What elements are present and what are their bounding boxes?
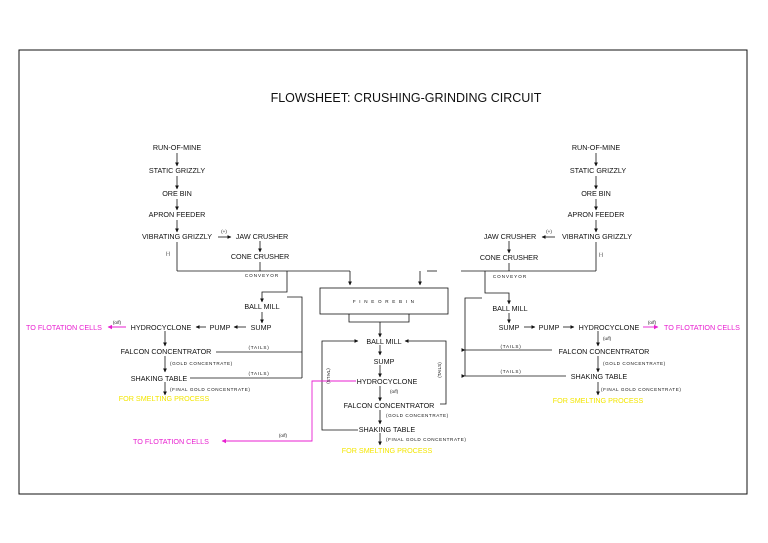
left-apron-feeder: APRON FEEDER bbox=[149, 210, 206, 219]
left-circuit bbox=[163, 153, 352, 396]
right-ball-mill: BALL MILL bbox=[492, 304, 527, 313]
right-cone-crusher: CONE CRUSHER bbox=[480, 253, 538, 262]
left-falcon-concentrator: FALCON CONCENTRATOR bbox=[121, 347, 212, 356]
center-circuit bbox=[319, 287, 449, 446]
center-tails-right: (TAILS) bbox=[437, 362, 442, 378]
center-gold-concentrate: (GOLD CONCENTRATE) bbox=[386, 413, 449, 418]
center-tails-left: (TAILS) bbox=[326, 368, 331, 384]
right-hydrocyclone: HYDROCYCLONE bbox=[579, 323, 640, 332]
right-overflow-label: (o/f) bbox=[648, 320, 657, 325]
fine-ore-bin-box bbox=[319, 287, 449, 315]
left-run-of-mine: RUN-OF-MINE bbox=[153, 143, 202, 152]
left-vibrating-grizzly: VIBRATING GRIZZLY bbox=[142, 232, 212, 241]
center-falcon-concentrator: FALCON CONCENTRATOR bbox=[344, 401, 435, 410]
right-to-flotation-cells: TO FLOTATION CELLS bbox=[664, 323, 740, 332]
left-sump: SUMP bbox=[251, 323, 272, 332]
center-underflow-line bbox=[221, 380, 356, 444]
center-sump: SUMP bbox=[374, 357, 395, 366]
left-tails-1: (TAILS) bbox=[248, 345, 269, 350]
right-gold-concentrate: (GOLD CONCENTRATE) bbox=[603, 361, 666, 366]
right-conveyor-label: CONVEYOR bbox=[493, 274, 527, 279]
center-hydrocyclone: HYDROCYCLONE bbox=[357, 377, 418, 386]
right-run-of-mine: RUN-OF-MINE bbox=[572, 143, 621, 152]
right-sump: SUMP bbox=[499, 323, 520, 332]
right-for-smelting-process: FOR SMELTING PROCESS bbox=[553, 396, 644, 405]
left-static-grizzly: STATIC GRIZZLY bbox=[149, 166, 206, 175]
left-plus-label: (+) bbox=[221, 229, 227, 234]
left-gold-concentrate: (GOLD CONCENTRATE) bbox=[170, 361, 233, 366]
right-falcon-concentrator: FALCON CONCENTRATOR bbox=[559, 347, 650, 356]
center-ball-mill: BALL MILL bbox=[366, 337, 401, 346]
right-tails-1: (TAILS) bbox=[500, 344, 521, 349]
right-tails-2: (TAILS) bbox=[500, 369, 521, 374]
left-ball-mill: BALL MILL bbox=[244, 302, 279, 311]
center-final-gold-concentrate: (FINAL GOLD CONCENTRATE) bbox=[386, 437, 467, 442]
left-final-gold-concentrate: (FINAL GOLD CONCENTRATE) bbox=[170, 387, 251, 392]
left-jaw-crusher: JAW CRUSHER bbox=[236, 232, 288, 241]
right-ore-bin: ORE BIN bbox=[581, 189, 611, 198]
left-pump: PUMP bbox=[210, 323, 231, 332]
center-overflow-bottom-label: (o/f) bbox=[279, 433, 288, 438]
right-apron-feeder: APRON FEEDER bbox=[568, 210, 625, 219]
right-vibrating-grizzly: VIBRATING GRIZZLY bbox=[562, 232, 632, 241]
left-cone-crusher: CONE CRUSHER bbox=[231, 252, 289, 261]
right-underflow-label: (u/f) bbox=[603, 336, 612, 341]
left-ore-bin: ORE BIN bbox=[162, 189, 192, 198]
left-overflow-label: (o/f) bbox=[113, 320, 122, 325]
diagram-title: FLOWSHEET: CRUSHING-GRINDING CIRCUIT bbox=[271, 91, 542, 105]
center-shaking-table: SHAKING TABLE bbox=[359, 425, 416, 434]
center-to-flotation-cells: TO FLOTATION CELLS bbox=[133, 437, 209, 446]
center-overflow-label: (o/f) bbox=[390, 389, 399, 394]
left-for-smelting-process: FOR SMELTING PROCESS bbox=[119, 394, 210, 403]
right-plus-label: (+) bbox=[546, 229, 552, 234]
right-shaking-table: SHAKING TABLE bbox=[571, 372, 628, 381]
sheet-border bbox=[18, 49, 748, 495]
left-hydrocyclone: HYDROCYCLONE bbox=[131, 323, 192, 332]
right-final-gold-concentrate: (FINAL GOLD CONCENTRATE) bbox=[601, 387, 682, 392]
left-minus-label: (-) bbox=[166, 251, 171, 256]
left-shaking-table: SHAKING TABLE bbox=[131, 374, 188, 383]
center-for-smelting-process: FOR SMELTING PROCESS bbox=[342, 446, 433, 455]
right-minus-label: (-) bbox=[599, 252, 604, 257]
left-to-flotation-cells: TO FLOTATION CELLS bbox=[26, 323, 102, 332]
right-circuit bbox=[418, 153, 600, 396]
right-static-grizzly: STATIC GRIZZLY bbox=[570, 166, 627, 175]
right-pump: PUMP bbox=[539, 323, 560, 332]
fine-ore-bin-label: F I N E O R E B I N bbox=[353, 299, 415, 304]
left-tails-2: (TAILS) bbox=[248, 371, 269, 376]
right-jaw-crusher: JAW CRUSHER bbox=[484, 232, 536, 241]
left-conveyor-label: CONVEYOR bbox=[245, 273, 279, 278]
